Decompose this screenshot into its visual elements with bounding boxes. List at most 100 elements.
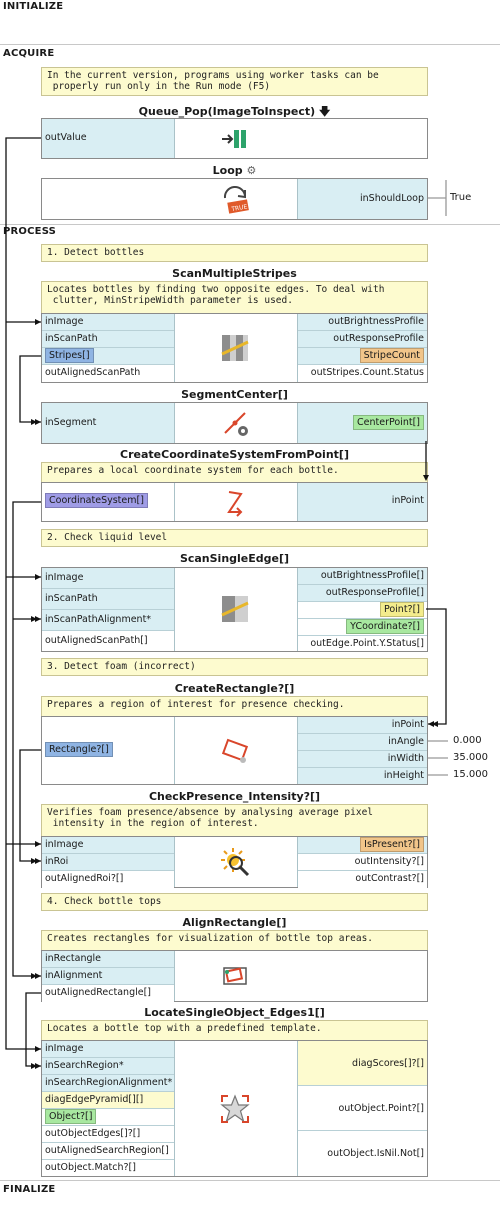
check-tops-comment[interactable]: 4. Check bottle tops <box>41 893 428 911</box>
cp-is-present[interactable]: IsPresent?[] <box>298 837 427 854</box>
sse-y-coordinate[interactable]: YCoordinate?[] <box>298 619 427 636</box>
lso-diag-edge-pyramid[interactable]: diagEdgePyramid[][] <box>42 1092 174 1109</box>
sms-out-aligned-scan-path[interactable]: outAlignedScanPath <box>42 365 174 382</box>
segment-center-title[interactable]: SegmentCenter[] <box>181 388 288 401</box>
queue-pop-title[interactable]: Queue_Pop(ImageToInspect) 🡇 <box>41 103 428 122</box>
sms-out-stripes-count-status[interactable]: outStripes.Count.Status <box>298 365 427 382</box>
svg-text:TRUE: TRUE <box>230 203 248 213</box>
sms-stripe-count[interactable]: StripeCount <box>298 348 427 365</box>
cp-out-aligned-roi[interactable]: outAlignedRoi?[] <box>42 871 174 888</box>
align-rectangle-desc[interactable]: Creates rectangles for visualization of … <box>41 930 428 950</box>
scan-multiple-stripes-desc[interactable]: Locates bottles by finding two opposite … <box>41 281 428 313</box>
sse-point[interactable]: Point?[] <box>298 602 427 619</box>
create-coord-desc[interactable]: Prepares a local coordinate system for e… <box>41 462 428 482</box>
create-rectangle-filter[interactable]: Rectangle?[] inPoint inAngle inWidth inH… <box>41 716 428 785</box>
create-coord-outputs: inPoint <box>297 483 427 521</box>
segment-center-filter[interactable]: inSegment CenterPoint[] <box>41 402 428 444</box>
lso-diag-scores[interactable]: diagScores[]?[] <box>298 1041 427 1086</box>
object-tag: Object?[] <box>45 1109 97 1124</box>
cr-width-value[interactable]: 35.000 <box>453 752 488 763</box>
loop-filter[interactable]: inShouldLoop TRUE <box>41 178 428 220</box>
check-presence-desc[interactable]: Verifies foam presence/absence by analys… <box>41 804 428 836</box>
locate-single-object-title[interactable]: LocateSingleObject_Edges1[] <box>144 1006 325 1019</box>
scan-multiple-stripes-filter[interactable]: inImage inScanPath Stripes[] outAlignedS… <box>41 313 428 383</box>
ccs-in-point[interactable]: inPoint <box>391 495 424 506</box>
ar-in-rectangle[interactable]: inRectangle <box>42 951 174 968</box>
cp-in-image[interactable]: inImage <box>42 837 174 854</box>
cp-out-intensity[interactable]: outIntensity?[] <box>298 854 427 871</box>
create-rectangle-desc[interactable]: Prepares a region of interest for presen… <box>41 696 428 716</box>
create-rectangle-title[interactable]: CreateRectangle?[] <box>174 682 295 695</box>
scan-single-edge-filter[interactable]: inImage inScanPath inScanPathAlignment* … <box>41 567 428 652</box>
check-liquid-comment[interactable]: 2. Check liquid level <box>41 529 428 547</box>
worker-note-comment[interactable]: In the current version, programs using w… <box>41 67 428 96</box>
loop-title[interactable]: Loop ⚙ <box>41 164 428 177</box>
ar-out-aligned-rectangle[interactable]: outAlignedRectangle[] <box>42 985 174 1002</box>
sms-stripes-output[interactable]: Stripes[] <box>42 348 174 365</box>
cr-in-width[interactable]: inWidth <box>298 751 427 768</box>
cr-height-value[interactable]: 15.000 <box>453 769 488 780</box>
cr-in-height[interactable]: inHeight <box>383 770 424 781</box>
lso-out-object-point[interactable]: outObject.Point?[] <box>298 1086 427 1131</box>
point-tag: Point?[] <box>379 602 424 617</box>
sse-in-image[interactable]: inImage <box>42 568 174 589</box>
sse-out-response-profile[interactable]: outResponseProfile[] <box>298 585 427 602</box>
sc-center-point[interactable]: CenterPoint[] <box>298 415 427 432</box>
lso-in-search-region[interactable]: inSearchRegion* <box>42 1058 174 1075</box>
ccs-coordinate-system[interactable]: CoordinateSystem[] <box>42 493 174 510</box>
locate-object-icon <box>220 1094 250 1123</box>
sc-in-segment[interactable]: inSegment <box>45 417 97 428</box>
sse-out-edge-point-y-status[interactable]: outEdge.Point.Y.Status[] <box>298 636 427 651</box>
detect-bottles-comment[interactable]: 1. Detect bottles <box>41 244 428 262</box>
y-coordinate-tag: YCoordinate?[] <box>346 619 424 634</box>
create-coord-filter[interactable]: CoordinateSystem[] inPoint <box>41 482 428 522</box>
sse-out-brightness-profile[interactable]: outBrightnessProfile[] <box>298 568 427 585</box>
sms-in-scan-path[interactable]: inScanPath <box>42 331 174 348</box>
loop-in-should-loop[interactable]: inShouldLoop <box>360 193 424 204</box>
rectangle-icon <box>221 738 249 763</box>
create-coord-title[interactable]: CreateCoordinateSystemFromPoint[] <box>120 448 349 461</box>
lso-out-object-match[interactable]: outObject.Match?[] <box>42 1160 174 1176</box>
cr-in-point[interactable]: inPoint <box>298 717 427 734</box>
detect-foam-comment[interactable]: 3. Detect foam (incorrect) <box>41 658 428 676</box>
align-rectangle-icon <box>223 967 247 985</box>
check-presence-title[interactable]: CheckPresence_Intensity?[] <box>148 790 321 803</box>
scan-single-edge-title[interactable]: ScanSingleEdge[] <box>179 552 290 565</box>
loop-should-loop-value[interactable]: True <box>450 192 472 203</box>
queue-pop-filter[interactable]: outValue <box>41 118 428 159</box>
align-rectangle-filter[interactable]: inRectangle inAlignment outAlignedRectan… <box>41 950 428 1002</box>
loop-value-connector <box>428 180 447 216</box>
lso-object[interactable]: Object?[] <box>42 1109 174 1126</box>
lso-in-image[interactable]: inImage <box>42 1041 174 1058</box>
cr-rectangle[interactable]: Rectangle?[] <box>42 742 174 759</box>
section-acquire[interactable]: ACQUIRE <box>3 48 55 59</box>
section-finalize[interactable]: FINALIZE <box>3 1184 56 1195</box>
align-rectangle-title[interactable]: AlignRectangle[] <box>182 916 287 929</box>
lso-out-aligned-search-region[interactable]: outAlignedSearchRegion[] <box>42 1143 174 1160</box>
sms-out-response-profile[interactable]: outResponseProfile <box>298 331 427 348</box>
ar-in-alignment[interactable]: inAlignment <box>42 968 174 985</box>
cp-out-contrast[interactable]: outContrast?[] <box>298 871 427 888</box>
scan-multiple-stripes-title[interactable]: ScanMultipleStripes <box>172 267 297 280</box>
section-divider <box>0 1180 500 1181</box>
lso-out-object-is-nil-not[interactable]: outObject.IsNil.Not[] <box>298 1131 427 1176</box>
cr-in-angle[interactable]: inAngle <box>298 734 427 751</box>
queue-pop-title-text: Queue_Pop(ImageToInspect) <box>138 105 316 118</box>
sse-out-aligned-scan-path[interactable]: outAlignedScanPath[] <box>42 631 174 651</box>
cr-angle-value[interactable]: 0.000 <box>453 735 482 746</box>
sse-in-scan-path[interactable]: inScanPath <box>42 589 174 610</box>
locate-single-object-filter[interactable]: inImage inSearchRegion* inSearchRegionAl… <box>41 1040 428 1177</box>
queue-pop-out-value[interactable]: outValue <box>45 132 87 143</box>
locate-single-object-desc[interactable]: Locates a bottle top with a predefined t… <box>41 1020 428 1040</box>
lso-out-object-edges[interactable]: outObjectEdges[]?[] <box>42 1126 174 1143</box>
cp-in-roi[interactable]: inRoi <box>42 854 174 871</box>
sms-in-image[interactable]: inImage <box>42 314 174 331</box>
sms-out-brightness-profile[interactable]: outBrightnessProfile <box>298 314 427 331</box>
value-connectors <box>428 740 448 776</box>
lso-in-search-region-alignment[interactable]: inSearchRegionAlignment* <box>42 1075 174 1092</box>
section-process[interactable]: PROCESS <box>3 226 57 237</box>
section-initialize[interactable]: INITIALIZE <box>3 1 64 12</box>
check-presence-filter[interactable]: inImage inRoi outAlignedRoi?[] IsPresent… <box>41 836 428 888</box>
sse-in-scan-path-alignment[interactable]: inScanPathAlignment* <box>42 610 174 631</box>
loop-title-text: Loop <box>212 164 243 177</box>
